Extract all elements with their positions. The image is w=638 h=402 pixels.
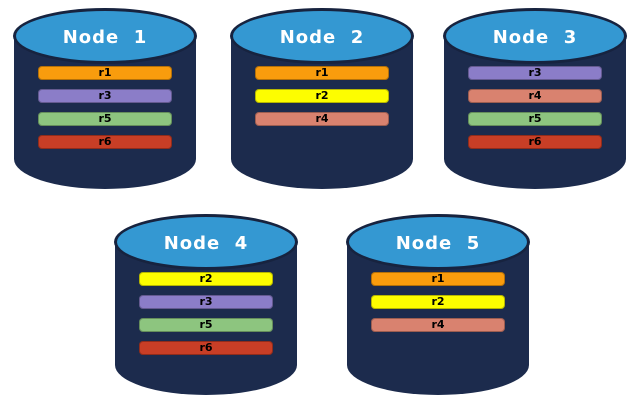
replica-bar-r6: r6 bbox=[38, 135, 172, 149]
replica-bar-r4: r4 bbox=[255, 112, 389, 126]
replica-list: r2 r3 r5 r6 bbox=[139, 272, 273, 355]
replica-bar-r4: r4 bbox=[468, 89, 602, 103]
cylinder-top: Node 3 bbox=[443, 8, 627, 64]
node-label: Node 1 bbox=[62, 26, 148, 48]
replica-bar-r1: r1 bbox=[371, 272, 505, 286]
replica-bar-r2: r2 bbox=[371, 295, 505, 309]
node-label: Node 3 bbox=[492, 26, 578, 48]
replica-bar-r5: r5 bbox=[468, 112, 602, 126]
cylinder-top: Node 5 bbox=[346, 214, 530, 270]
replica-bar-r2: r2 bbox=[255, 89, 389, 103]
cylinder-top: Node 2 bbox=[230, 8, 414, 64]
replica-bar-r1: r1 bbox=[255, 66, 389, 80]
replica-list: r1 r2 r4 bbox=[371, 272, 505, 332]
replica-bar-r5: r5 bbox=[38, 112, 172, 126]
replica-bar-r1: r1 bbox=[38, 66, 172, 80]
node-label: Node 4 bbox=[163, 232, 249, 254]
replica-bar-r6: r6 bbox=[139, 341, 273, 355]
database-node-3: Node 3 r3 r4 r5 r6 bbox=[443, 8, 627, 190]
replica-bar-r6: r6 bbox=[468, 135, 602, 149]
database-node-1: Node 1 r1 r3 r5 r6 bbox=[13, 8, 197, 190]
database-node-2: Node 2 r1 r2 r4 bbox=[230, 8, 414, 190]
replica-list: r3 r4 r5 r6 bbox=[468, 66, 602, 149]
replica-bar-r3: r3 bbox=[468, 66, 602, 80]
database-node-4: Node 4 r2 r3 r5 r6 bbox=[114, 214, 298, 396]
replica-list: r1 r2 r4 bbox=[255, 66, 389, 126]
node-label: Node 5 bbox=[395, 232, 481, 254]
node-label: Node 2 bbox=[279, 26, 365, 48]
cylinder-top: Node 4 bbox=[114, 214, 298, 270]
database-node-5: Node 5 r1 r2 r4 bbox=[346, 214, 530, 396]
replica-bar-r2: r2 bbox=[139, 272, 273, 286]
cylinder-top: Node 1 bbox=[13, 8, 197, 64]
replica-bar-r3: r3 bbox=[139, 295, 273, 309]
replica-bar-r3: r3 bbox=[38, 89, 172, 103]
replica-bar-r5: r5 bbox=[139, 318, 273, 332]
replica-bar-r4: r4 bbox=[371, 318, 505, 332]
replica-list: r1 r3 r5 r6 bbox=[38, 66, 172, 149]
